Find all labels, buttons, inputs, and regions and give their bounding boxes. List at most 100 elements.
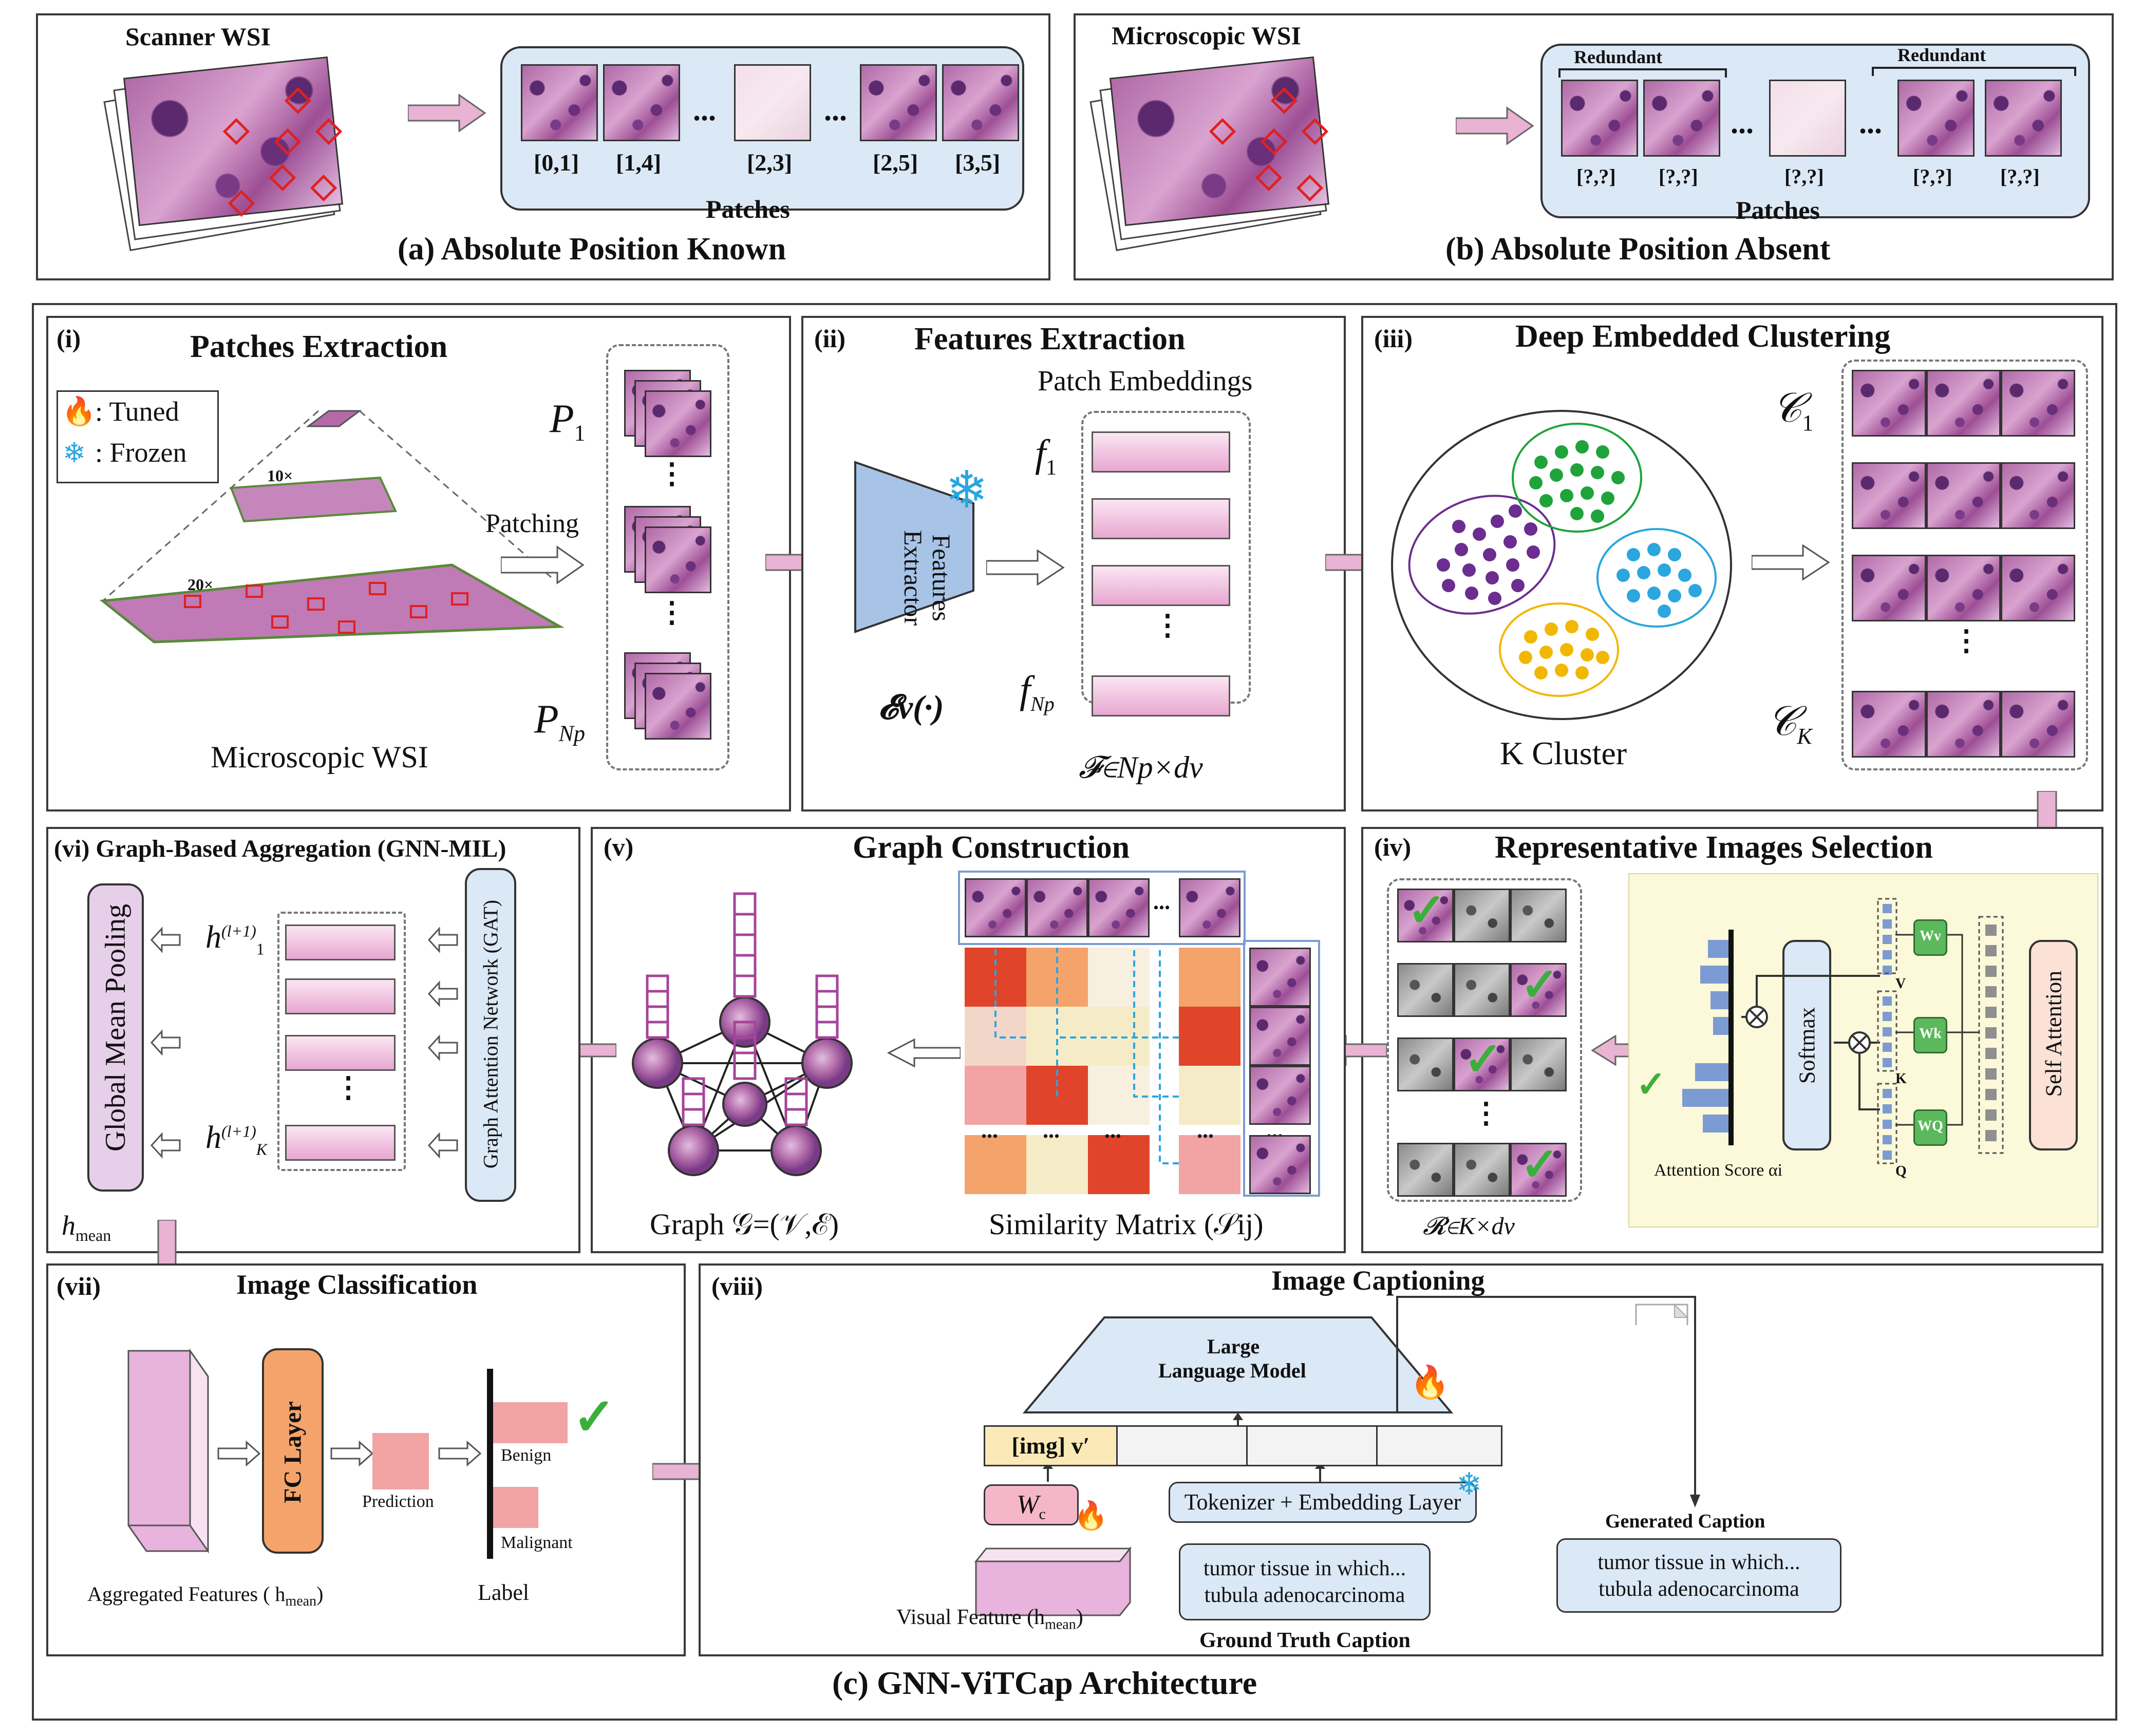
text-token [1248,1427,1378,1465]
patch-coord: [?,?] [1784,165,1824,188]
fc-layer-box [262,1348,324,1554]
cluster-patch [2001,691,2075,758]
gen-line1: tumor tissue in which... [1597,1551,1800,1574]
benign-label: Benign [501,1446,552,1465]
patch-tile [942,64,1019,141]
node-embedding-bar [285,1125,396,1161]
wq-box: WQ [1913,1109,1947,1146]
caption-c: (c) GNN-ViTCap Architecture [832,1665,1257,1701]
patch-coord: [?,?] [2000,165,2040,188]
k-cluster-label: K Cluster [1500,735,1627,771]
step-i-tag: (i) [57,324,81,353]
step-vii-tag: (vii) [57,1272,101,1300]
legend-box [57,390,219,483]
embedding-bar [1092,431,1230,473]
matrix-patch [1088,878,1150,937]
generated-caption-box: tumor tissue in which... tubula adenocar… [1556,1538,1841,1613]
similarity-matrix-label: Similarity Matrix (𝒮ij) [989,1207,1264,1241]
candidate-patch [1510,963,1567,1017]
node-embedding-bar [285,978,396,1014]
check-icon: ✓ [1464,1034,1503,1085]
token-sequence: [img] v′ [984,1425,1502,1466]
p1-label: P1 [550,396,586,446]
patch-tile [1561,80,1638,157]
ellipsis: ... [1197,1118,1214,1143]
graph-diagram [632,892,853,1176]
extractor-function: 𝓔v(·) [878,689,944,726]
embedding-bar [1092,498,1230,539]
snowflake-icon: ❄ [63,438,86,468]
candidate-patch [1510,1143,1567,1197]
patch-stack [645,673,711,740]
matrix-patch [1249,1135,1311,1194]
llm-label-line2: Language Model [1158,1359,1306,1382]
wsi-pyramid [99,410,565,644]
redundant-label: Redundant [1574,47,1663,67]
patch-tile [1643,80,1720,157]
cluster-patch [2001,462,2075,529]
arrow-matrix-to-graph [887,1038,961,1068]
mag-20x: 20× [187,575,214,594]
prediction-box [372,1433,429,1489]
ellipsis: ... [1043,1118,1060,1143]
fnp-label: fNp [1020,668,1055,716]
h1-label: h(l+1)1 [205,920,265,958]
features-extractor-label: Features Extractor [899,530,956,626]
step-vii-title: Image Classification [236,1269,478,1300]
candidate-patch [1397,1143,1454,1197]
vdots: ⋮ [657,458,686,490]
step-iii-tag: (iii) [1374,324,1413,353]
microscopic-wsi-label: Microscopic WSI [1112,21,1301,50]
aggregated-features-label: Aggregated Features ( hmean) [87,1582,324,1609]
fire-icon: 🔥 [1074,1500,1108,1531]
graph-label: Graph 𝒢=(𝒱,ℰ) [650,1207,839,1241]
attention-score-bars [1682,930,1734,1145]
matrix-patch [1249,948,1311,1007]
gen-line2: tubula adenocarcinoma [1599,1577,1799,1601]
patch-coord: [?,?] [1913,165,1952,188]
tokenizer-box: Tokenizer + Embedding Layer [1169,1482,1477,1523]
img-token: [img] v′ [985,1427,1118,1465]
self-attention-label: Self Attention [2041,970,2066,1097]
cluster-patch [2001,370,2075,437]
fire-icon: 🔥 [62,396,97,427]
global-mean-pooling-box [87,883,144,1192]
step-viii-tag: (viii) [711,1272,763,1300]
pnp-label: PNp [534,696,586,746]
matrix-top-patches [958,871,1246,945]
llm-label-line1: Large [1207,1335,1260,1358]
node-embedding-bar [285,1035,396,1071]
selected-images-container [1387,878,1582,1202]
embedding-bar [1092,565,1230,606]
snowflake-icon: ❄ [945,462,988,519]
matrix-side-patches [1243,940,1320,1197]
scanner-wsi-label: Scanner WSI [125,22,271,51]
ck-label: 𝒞K [1767,699,1812,749]
cluster-patch [1926,555,2001,621]
patching-arrow [501,545,585,584]
ellipsis: ... [981,1118,998,1143]
candidate-patch [1397,889,1454,942]
generated-caption-label: Generated Caption [1605,1511,1765,1532]
step-viii-title: Image Captioning [1271,1265,1485,1296]
microscopic-wsi-caption: Microscopic WSI [211,740,428,774]
step-iv-title: Representative Images Selection [1495,830,1933,865]
ground-truth-label: Ground Truth Caption [1199,1629,1411,1652]
gt-line1: tumor tissue in which... [1203,1557,1406,1580]
features-extractor-trapezoid [854,461,974,633]
cluster-diagram [1391,410,1732,720]
patches-label: Patches [706,195,790,223]
cluster-patch [1926,691,2001,758]
vdots: ⋮ [657,597,686,629]
arrow-extractor-to-embeddings [986,550,1065,586]
mag-10x: 10× [267,466,293,485]
candidate-patch [1454,963,1510,1017]
patch-coord: [2,5] [873,149,918,176]
wc-box: Wc [984,1484,1079,1525]
arrow-wsi-to-patches-b [1456,106,1534,145]
node-embedding-bar [285,924,396,960]
vdots: ⋮ [1952,625,1981,657]
patch-embeddings-label: Patch Embeddings [1038,365,1253,397]
candidate-patch [1510,889,1567,942]
step-iii-title: Deep Embedded Clustering [1515,319,1891,354]
